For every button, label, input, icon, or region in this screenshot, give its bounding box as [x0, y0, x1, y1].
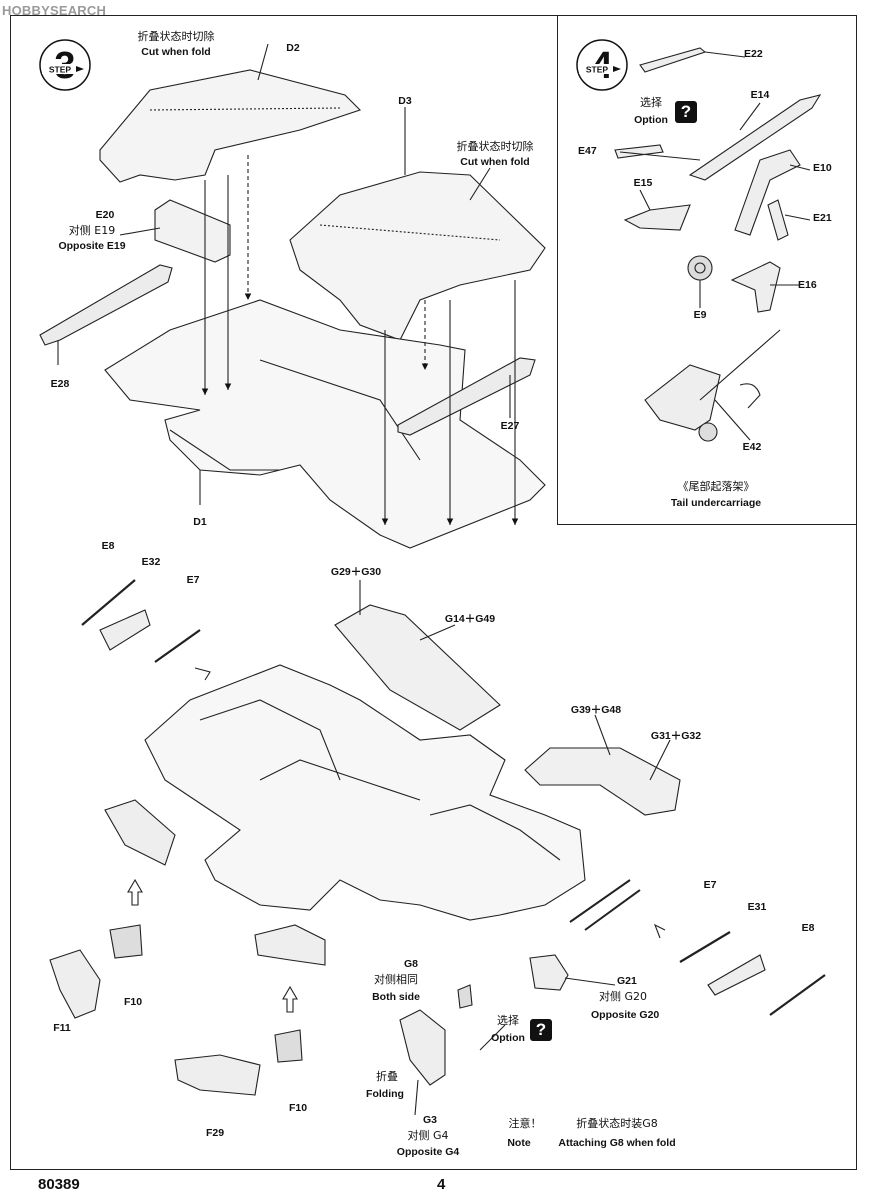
- part-e20: [154, 199, 231, 263]
- label-d2: D2: [286, 42, 300, 54]
- part-e14: [688, 94, 822, 181]
- label-cut-when-fold-en: Cut when fold: [141, 46, 211, 58]
- label-e31: E31: [747, 901, 767, 913]
- part-g21: [529, 954, 569, 991]
- label-opposite-e19-cn: 对侧 E19: [68, 224, 116, 237]
- label-e14: E14: [750, 89, 770, 101]
- label-d3: D3: [398, 95, 412, 107]
- part-e10: [734, 149, 801, 236]
- watermark-logo: HOBBYSEARCH: [2, 3, 107, 18]
- part-d3: [289, 171, 546, 341]
- part-middle-intake: [254, 924, 326, 966]
- label-both-side-cn: 对侧相同: [374, 973, 418, 986]
- label-g14-g49: G14＋G49: [444, 613, 496, 625]
- label-e15: E15: [633, 177, 653, 189]
- label-g39-g48: G39＋G48: [570, 704, 622, 716]
- part-g8: [457, 984, 473, 1009]
- label-g21: G21: [617, 975, 637, 987]
- part-e28: [39, 264, 173, 346]
- label-e22: E22: [744, 48, 763, 60]
- label-option-en: Option: [634, 114, 668, 126]
- label-e21: E21: [813, 212, 832, 224]
- label-g29-g30: G29＋G30: [330, 566, 382, 578]
- label-g8: G8: [403, 958, 419, 970]
- part-fuselage: [144, 664, 586, 921]
- part-e16: [730, 261, 781, 313]
- part-d2: [99, 69, 362, 183]
- option-question-icon: ?: [675, 101, 697, 123]
- label-tail-undercarriage-cn: 《尾部起落架》: [677, 480, 755, 493]
- instruction-frame: [10, 15, 857, 1170]
- label-opposite-e19-en: Opposite E19: [58, 240, 126, 252]
- label-f29: F29: [205, 1127, 225, 1139]
- label-e8: E8: [101, 540, 115, 552]
- label-g3: G3: [422, 1114, 438, 1126]
- part-e27: [397, 357, 536, 436]
- page-number: 4: [437, 1176, 446, 1193]
- label-d1: D1: [193, 516, 207, 528]
- label-e7b: E7: [703, 879, 717, 891]
- part-e32: [99, 609, 151, 651]
- label-e32: E32: [141, 556, 161, 568]
- label-attach-g8-cn: 折叠状态时装G8: [576, 1117, 658, 1130]
- part-e31: [707, 954, 766, 996]
- step3-badge: 3 STEP: [39, 39, 91, 91]
- label-e7: E7: [186, 574, 200, 586]
- label-e16: E16: [798, 279, 817, 291]
- label-opposite-g4-en: Opposite G4: [396, 1146, 460, 1158]
- label-opposite-g20-cn: 对侧 G20: [599, 990, 648, 1003]
- label-e9: E9: [693, 309, 707, 321]
- part-e9: [687, 255, 713, 281]
- label-e47: E47: [578, 145, 597, 157]
- label-cut-when-fold-cn: 折叠状态时切除: [137, 30, 215, 43]
- label-opposite-g20-en: Opposite G20: [591, 1009, 660, 1021]
- option2-question-icon: ?: [530, 1019, 552, 1041]
- part-d1: [104, 299, 546, 549]
- label-e28: E28: [50, 378, 70, 390]
- part-e22: [639, 47, 707, 73]
- label-e10: E10: [813, 162, 832, 174]
- label-option2-en: Option: [491, 1032, 525, 1044]
- part-f11: [49, 949, 101, 1019]
- label-cut-when-fold-cn-2: 折叠状态时切除: [456, 140, 534, 153]
- label-both-side-en: Both side: [372, 991, 420, 1003]
- product-code: 80389: [38, 1176, 80, 1193]
- part-e42: [644, 364, 721, 431]
- label-e20: E20: [95, 209, 115, 221]
- label-option-cn: 选择: [640, 96, 662, 109]
- part-e47: [614, 144, 664, 159]
- svg-text:STEP: STEP: [49, 65, 72, 75]
- part-left-scoop: [104, 799, 176, 866]
- label-cut-when-fold-en-2: Cut when fold: [460, 156, 530, 168]
- label-opposite-g4-cn: 对侧 G4: [407, 1129, 449, 1142]
- part-g14-g49: [334, 604, 501, 731]
- svg-text:STEP: STEP: [586, 65, 609, 75]
- label-f11: F11: [53, 1022, 71, 1034]
- part-f10: [109, 924, 143, 959]
- label-e42: E42: [742, 441, 762, 453]
- step4-badge: 4 STEP: [576, 39, 628, 91]
- label-folding-cn: 折叠: [376, 1070, 398, 1083]
- label-option2-cn: 选择: [497, 1014, 519, 1027]
- label-f10: F10: [123, 996, 143, 1008]
- label-tail-undercarriage-en: Tail undercarriage: [670, 497, 762, 509]
- label-attach-g8-en: Attaching G8 when fold: [558, 1137, 676, 1149]
- label-g31-g32: G31＋G32: [650, 730, 702, 742]
- label-note-cn: 注意！: [508, 1117, 542, 1130]
- part-g39-g48: [524, 747, 681, 816]
- part-f10b: [274, 1029, 303, 1063]
- part-e21: [767, 199, 789, 241]
- label-note-en: Note: [507, 1137, 531, 1149]
- label-e8b: E8: [801, 922, 815, 934]
- label-e27: E27: [500, 420, 520, 432]
- part-g3: [399, 1009, 446, 1086]
- label-f10b: F10: [288, 1102, 308, 1114]
- part-e15: [623, 204, 691, 231]
- part-f29: [174, 1054, 261, 1096]
- label-folding-en: Folding: [366, 1088, 404, 1100]
